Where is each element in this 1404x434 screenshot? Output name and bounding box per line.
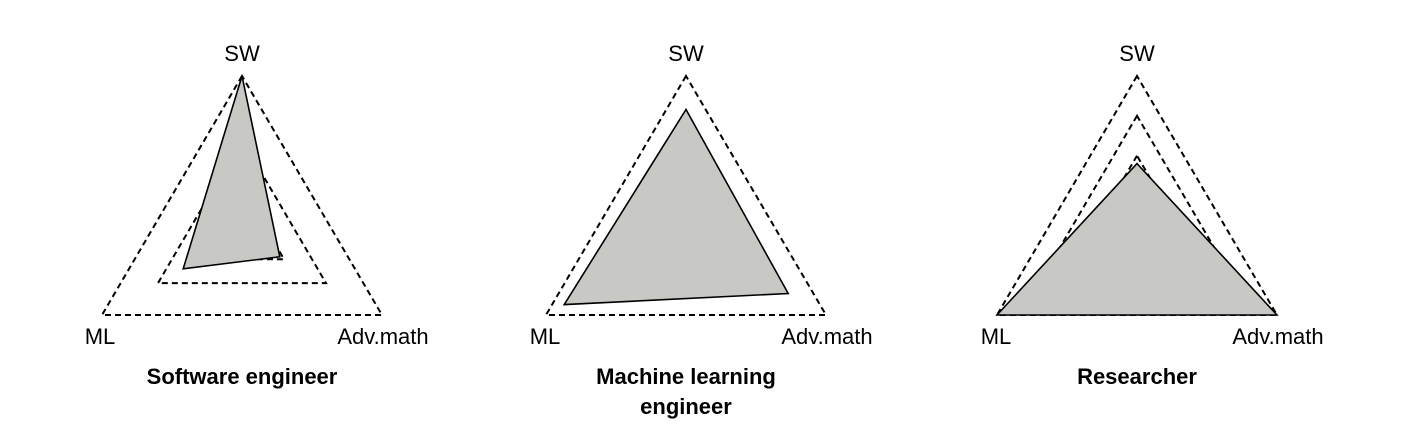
panel-researcher: SW ML Adv.math Researcher — [981, 41, 1324, 389]
axis-label-ml: ML — [530, 324, 561, 349]
axis-label-adv-math: Adv.math — [781, 324, 872, 349]
profile-triangle — [995, 162, 1279, 316]
guide-triangle-0 — [100, 74, 384, 316]
axis-label-adv-math: Adv.math — [337, 324, 428, 349]
axis-label-ml: ML — [85, 324, 116, 349]
profile-triangle — [182, 75, 281, 270]
panel-machine-learning-engineer: SW ML Adv.math Machine learning engineer — [530, 41, 873, 419]
axis-label-sw: SW — [224, 41, 260, 66]
axis-label-sw: SW — [1119, 41, 1155, 66]
axis-label-ml: ML — [981, 324, 1012, 349]
guide-triangle-0 — [995, 74, 1279, 316]
guide-triangle-0 — [544, 74, 828, 316]
profile-triangle — [562, 107, 790, 306]
panel-title: Software engineer — [147, 364, 338, 389]
guide-triangles — [544, 74, 828, 316]
panel-title-line-1: Machine learning — [596, 364, 776, 389]
panel-software-engineer: SW ML Adv.math Software engineer — [85, 41, 429, 389]
axis-label-sw: SW — [668, 41, 704, 66]
axis-label-adv-math: Adv.math — [1232, 324, 1323, 349]
panel-title-line-2: engineer — [640, 394, 732, 419]
panel-title: Researcher — [1077, 364, 1197, 389]
